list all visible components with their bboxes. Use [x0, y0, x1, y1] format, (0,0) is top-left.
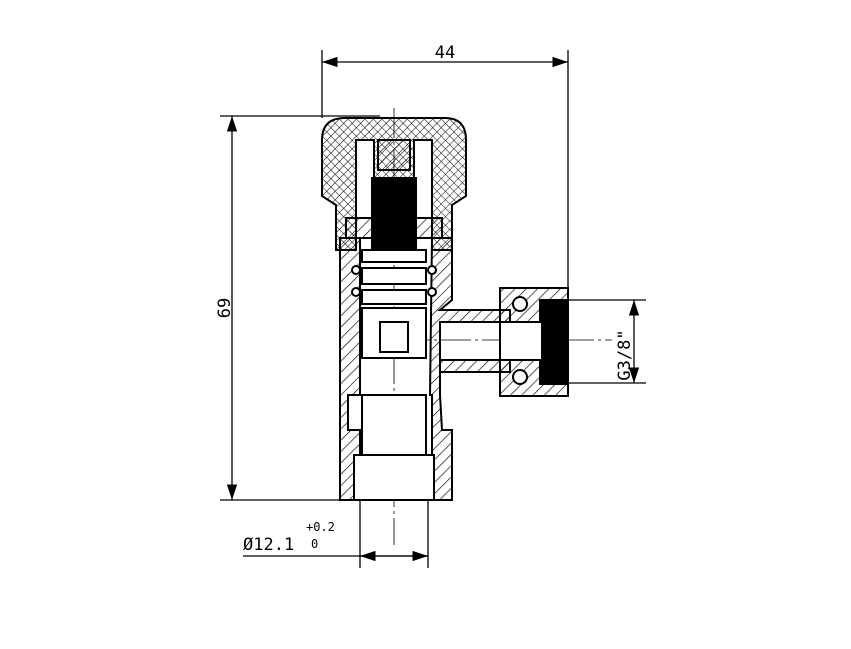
thread-dimension-label: G3/8" [615, 329, 635, 380]
tolerance-lower: 0 [311, 537, 318, 551]
height-dimension-label: 69 [215, 298, 235, 318]
tolerance-upper: +0.2 [306, 520, 335, 534]
valve-section [321, 117, 569, 501]
width-dimension-label: 44 [435, 43, 455, 63]
bore-dimension-label: Ø12.1 [243, 535, 294, 555]
